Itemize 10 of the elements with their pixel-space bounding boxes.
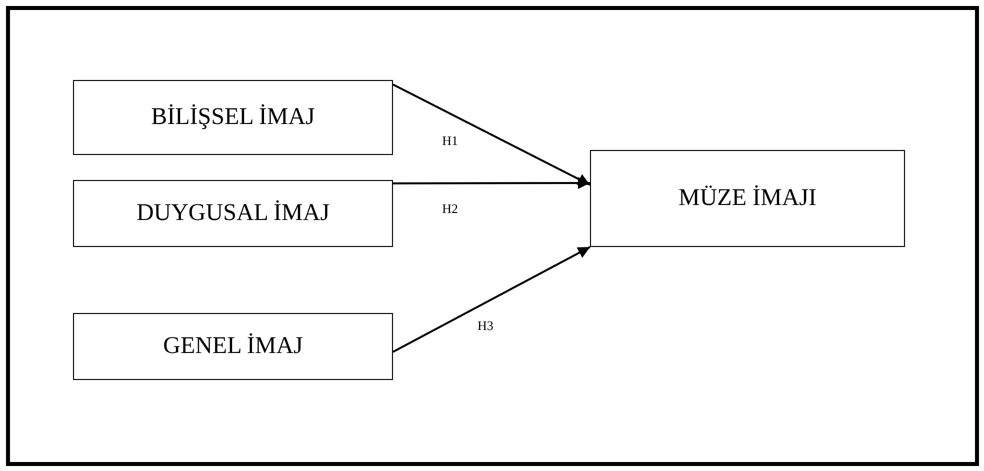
concept-box: MÜZE İMAJI <box>590 150 905 247</box>
concept-box: DUYGUSAL İMAJ <box>73 180 393 247</box>
edge-label: H1 <box>442 132 458 149</box>
arrow <box>392 84 590 186</box>
concept-box: BİLİŞSEL İMAJ <box>73 80 393 155</box>
edge-label: H2 <box>442 201 458 218</box>
edge-label: H3 <box>478 318 494 334</box>
arrow <box>392 246 590 353</box>
concept-box: GENEL İMAJ <box>73 313 393 380</box>
arrow <box>393 177 590 189</box>
